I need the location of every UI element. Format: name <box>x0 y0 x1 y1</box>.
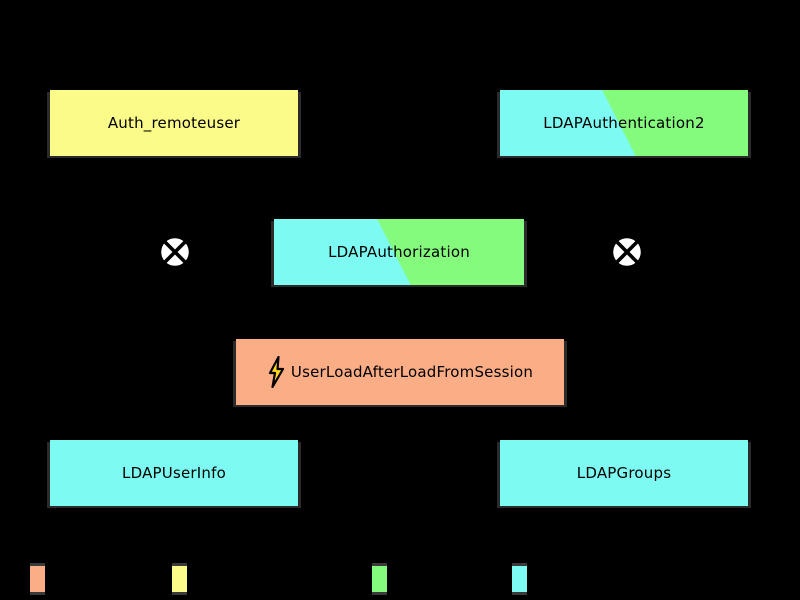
circle-x-icon-right <box>609 234 645 270</box>
node-ldapgroups[interactable]: LDAPGroups <box>500 440 748 506</box>
node-label: LDAPGroups <box>576 464 672 482</box>
legend-swatch-yellow <box>172 566 187 592</box>
legend-swatch-orange <box>30 566 45 592</box>
node-label: LDAPAuthorization <box>328 243 470 261</box>
legend-swatch-cyan <box>512 566 527 592</box>
node-label: LDAPAuthentication2 <box>543 114 705 132</box>
node-auth-remoteuser[interactable]: Auth_remoteuser <box>50 90 298 156</box>
node-userloadafterloadfromsession[interactable]: UserLoadAfterLoadFromSession <box>236 339 564 405</box>
node-ldapauthorization[interactable]: LDAPAuthorization <box>274 219 524 285</box>
lightning-bolt-icon <box>268 356 285 388</box>
node-ldapauthentication2[interactable]: LDAPAuthentication2 <box>500 90 748 156</box>
node-label: UserLoadAfterLoadFromSession <box>290 363 534 381</box>
node-ldapuserinfo[interactable]: LDAPUserInfo <box>50 440 298 506</box>
legend-swatch-green <box>372 566 387 592</box>
node-label: Auth_remoteuser <box>107 114 241 132</box>
circle-x-icon-left <box>157 234 193 270</box>
node-label: LDAPUserInfo <box>122 464 226 482</box>
